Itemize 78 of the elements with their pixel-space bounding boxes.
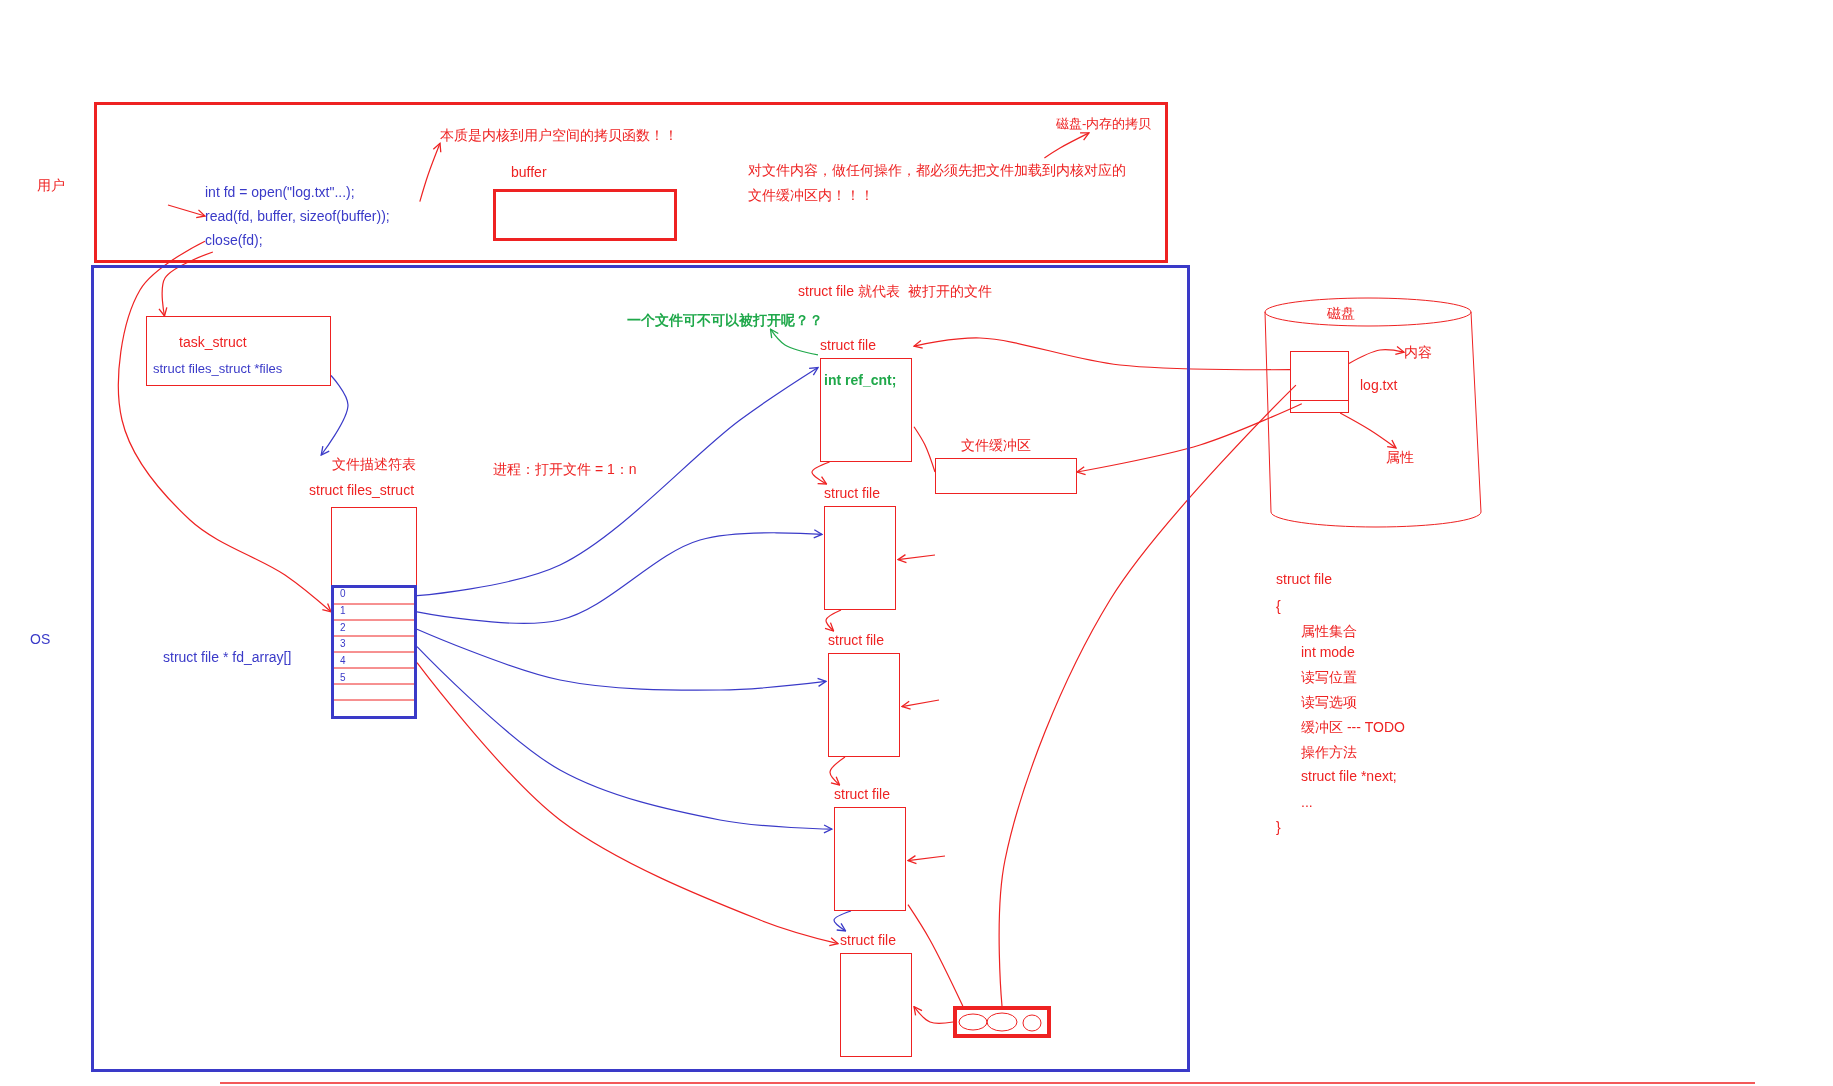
- struct-name: struct file: [840, 931, 896, 950]
- task-struct-box: [146, 316, 331, 386]
- file-box: [1290, 351, 1349, 413]
- fd-array-box: [331, 585, 417, 719]
- row-index: 0: [340, 587, 346, 600]
- caption-text: struct file * fd_array[]: [163, 648, 292, 667]
- arrow: [416, 662, 839, 947]
- arrow: [833, 910, 852, 932]
- arrow: [897, 554, 936, 564]
- connector-line: [998, 384, 1297, 1007]
- row-index: 4: [340, 654, 346, 667]
- arrow: [1043, 132, 1090, 159]
- code-line: 读写位置: [1301, 668, 1357, 687]
- struct-name: struct file: [828, 631, 884, 650]
- buffer-label: buffer: [511, 163, 547, 182]
- note-text: 磁盘-内存的拷贝: [1056, 116, 1153, 133]
- field-name: struct files_struct *files: [153, 361, 283, 378]
- arrow: [158, 251, 214, 317]
- code-line: {: [1276, 597, 1281, 616]
- struct-name: struct file: [820, 336, 876, 355]
- arrow: [829, 756, 846, 786]
- struct-name: struct file: [834, 785, 890, 804]
- code-line: ...: [1301, 793, 1313, 812]
- code-line: }: [1276, 818, 1281, 837]
- arrow: [416, 646, 833, 834]
- arrow: [416, 366, 819, 597]
- arrow: [913, 337, 1291, 371]
- caption-text: OS: [30, 630, 51, 649]
- note-text: 对文件内容，做任何操作，都必须先把文件加载到内核对应的文件缓冲区内！！！: [748, 161, 1127, 205]
- arrow: [1348, 345, 1405, 364]
- arrow: [1076, 403, 1303, 476]
- arrow: [416, 529, 823, 624]
- caption-text: log.txt: [1360, 376, 1398, 395]
- kernel-panel: [91, 265, 1190, 1072]
- note-text: 内容: [1404, 343, 1433, 362]
- disk-label: 磁盘: [1327, 304, 1355, 323]
- question-text: 一个文件可不可以被打开呢？？: [627, 311, 824, 330]
- connector-line: [907, 904, 964, 1007]
- code-line: 操作方法: [1301, 743, 1357, 762]
- struct-name: 文件描述符表: [332, 455, 416, 474]
- code-line: struct file *next;: [1301, 767, 1397, 786]
- struct-name: task_struct: [179, 333, 247, 352]
- struct-name: struct files_struct: [309, 481, 415, 500]
- code-line: 缓冲区 --- TODO: [1301, 718, 1405, 737]
- code-line: close(fd);: [205, 231, 264, 250]
- heading-text: struct file 就代表 被打开的文件: [798, 282, 992, 301]
- note-text: 进程：打开文件 = 1：n: [493, 460, 637, 479]
- code-line: int fd = open("log.txt"...);: [205, 183, 356, 202]
- user-space-panel: [94, 102, 1168, 263]
- struct-name: struct file: [824, 484, 880, 503]
- connector-line: [913, 426, 936, 473]
- row-index: 3: [340, 637, 346, 651]
- arrow: [1339, 412, 1397, 449]
- arrow: [824, 609, 842, 632]
- arrow: [167, 204, 206, 219]
- row-index: 5: [340, 670, 346, 684]
- arrow: [320, 374, 349, 456]
- note-text: 属性: [1386, 448, 1415, 467]
- arrow: [416, 628, 827, 691]
- arrow: [901, 699, 940, 710]
- note-text: 本质是内核到用户空间的拷贝函数！！: [440, 126, 679, 145]
- arrow: [907, 855, 946, 865]
- code-line: int mode: [1301, 643, 1355, 662]
- caption-text: 用户: [37, 176, 65, 195]
- code-line: 属性集合: [1301, 622, 1357, 641]
- arrow: [769, 328, 819, 356]
- arrow: [419, 142, 442, 203]
- code-line: read(fd, buffer, sizeof(buffer));: [205, 207, 391, 226]
- row-index: 1: [340, 603, 346, 617]
- row-index: 2: [340, 620, 346, 634]
- code-line: 读写选项: [1301, 693, 1357, 712]
- memory-block: [953, 1006, 1051, 1038]
- field-name: int ref_cnt;: [824, 371, 897, 390]
- arrow: [811, 461, 831, 485]
- arrow: [117, 240, 332, 613]
- buffer-label: 文件缓冲区: [961, 436, 1031, 455]
- code-line: struct file: [1276, 570, 1332, 589]
- arrow: [913, 1005, 954, 1024]
